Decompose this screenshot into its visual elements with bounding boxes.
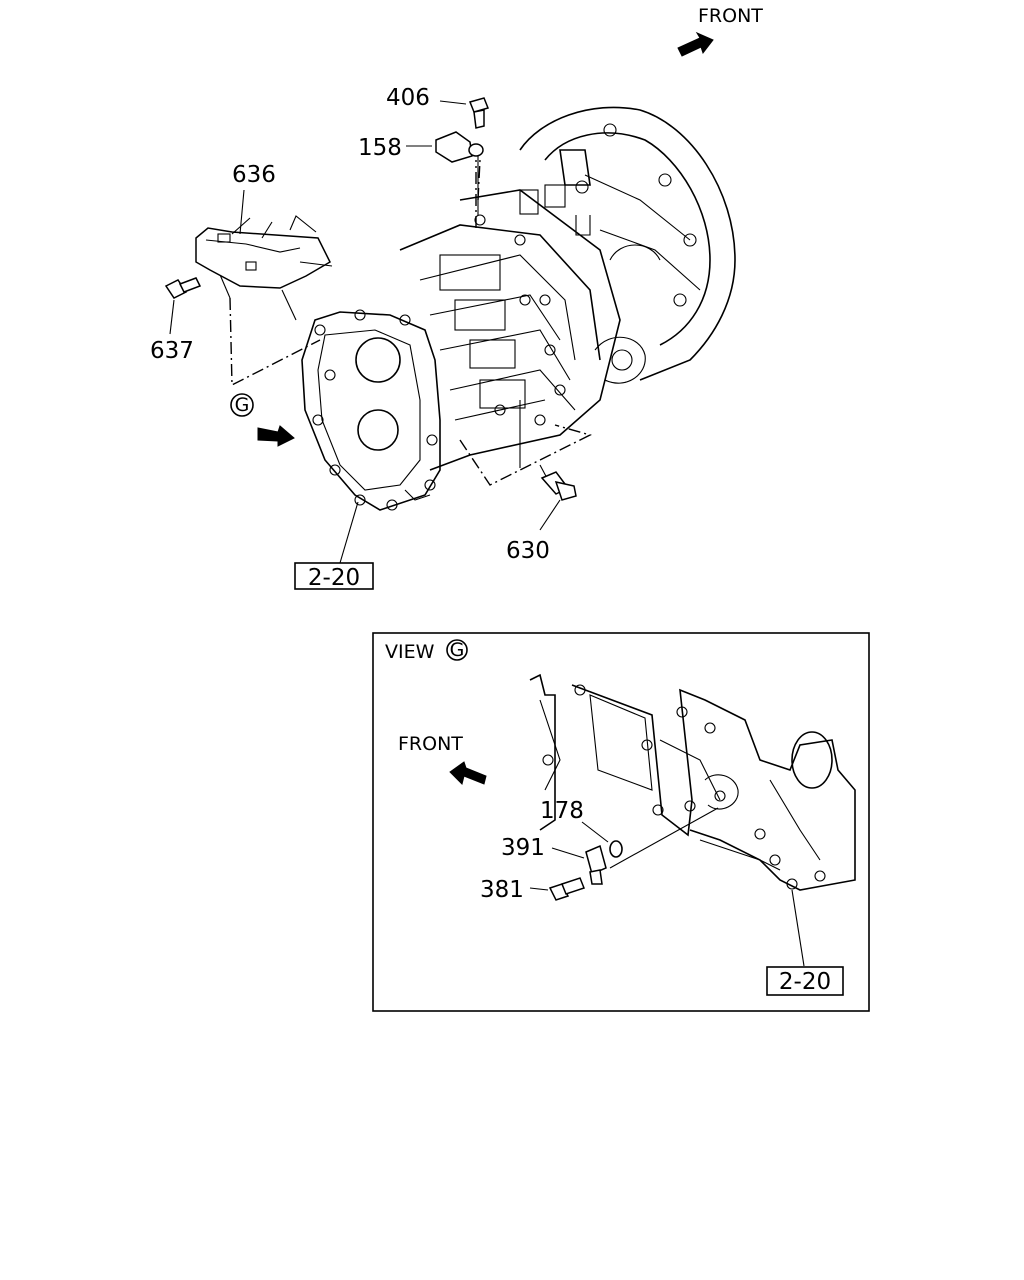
callout-636: 636 xyxy=(232,162,276,188)
callout-381: 381 xyxy=(480,877,524,903)
inset-housing xyxy=(529,673,856,891)
callout-391: 391 xyxy=(501,835,545,861)
part-178-oring: 178 xyxy=(540,798,623,858)
view-g-marker: G xyxy=(230,393,295,447)
callout-158: 158 xyxy=(358,135,402,161)
part-391-fitting: 391 xyxy=(501,835,607,885)
part-158-bracket: 158 xyxy=(358,131,484,163)
inset-view-letter: G xyxy=(450,639,465,661)
view-g-inset: VIEW G FRONT xyxy=(372,632,870,1012)
inset-view-title: VIEW xyxy=(385,641,435,663)
reference-box-main: 2-20 xyxy=(294,501,374,591)
reference-box-inset: 2-20 xyxy=(766,889,844,996)
part-630-sensor: 630 xyxy=(506,471,577,564)
ref-box-inset-label: 2-20 xyxy=(779,969,831,995)
callout-630: 630 xyxy=(506,538,550,564)
front-indicator: FRONT xyxy=(677,5,763,57)
part-636-harness-bracket: 636 xyxy=(195,162,333,321)
ref-box-main-label: 2-20 xyxy=(308,565,360,591)
callout-178: 178 xyxy=(540,798,584,824)
view-marker-letter: G xyxy=(235,394,250,416)
inset-front-label: FRONT xyxy=(398,733,463,755)
transmission-housing xyxy=(301,106,736,511)
callout-637: 637 xyxy=(150,338,194,364)
callout-406: 406 xyxy=(386,85,430,111)
front-label: FRONT xyxy=(698,5,763,27)
view-direction-arrow-icon xyxy=(257,425,295,447)
inset-front-arrow-icon xyxy=(449,761,487,785)
part-381-bolt: 381 xyxy=(480,877,585,903)
part-406-bolt: 406 xyxy=(386,85,490,129)
part-637-bolt: 637 xyxy=(150,277,202,364)
front-arrow-icon xyxy=(677,31,714,57)
